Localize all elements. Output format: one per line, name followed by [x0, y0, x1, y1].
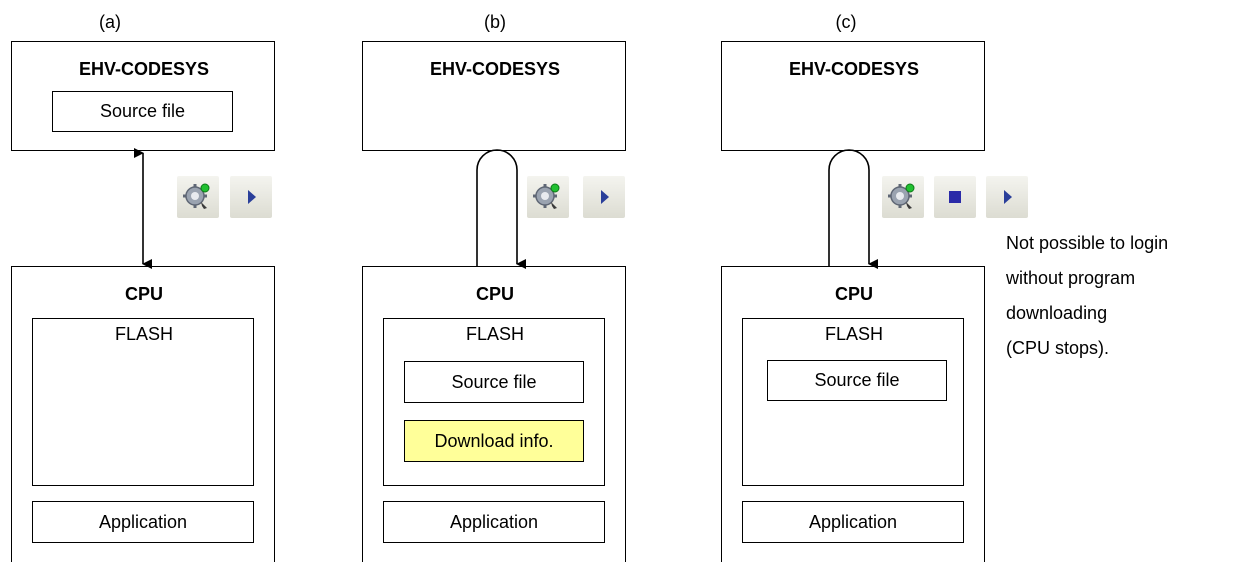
cpu-title-b: CPU — [475, 284, 514, 304]
cpu-box-a: CPU FLASH Application — [11, 266, 275, 562]
application-box-b: Application — [383, 501, 605, 543]
application-box-a: Application — [32, 501, 254, 543]
flash-title-b: FLASH — [465, 324, 525, 344]
login-gear-icon[interactable] — [527, 176, 569, 218]
flash-box-b: FLASH Source file Download info. — [383, 318, 605, 486]
download-loop-arrow-c — [828, 149, 878, 269]
login-gear-icon[interactable] — [177, 176, 219, 218]
cpu-box-b: CPU FLASH Source file Download info. App… — [362, 266, 626, 562]
host-source-file-a: Source file — [52, 91, 233, 132]
host-title-c: EHV-CODESYS — [788, 59, 920, 79]
flash-source-file-b: Source file — [404, 361, 584, 403]
panel-label-c: (c) — [835, 12, 857, 32]
run-triangle-icon[interactable] — [986, 176, 1028, 218]
host-box-c: EHV-CODESYS — [721, 41, 985, 151]
run-triangle-icon[interactable] — [583, 176, 625, 218]
cpu-title-a: CPU — [124, 284, 163, 304]
cpu-title-c: CPU — [834, 284, 873, 304]
flash-box-a: FLASH — [32, 318, 254, 486]
flash-title-a: FLASH — [114, 324, 174, 344]
application-box-c: Application — [742, 501, 964, 543]
note-line-4: (CPU stops). — [1006, 338, 1110, 358]
host-box-b: EHV-CODESYS — [362, 41, 626, 151]
note-line-2: without program — [1006, 268, 1136, 288]
stop-square-icon[interactable] — [934, 176, 976, 218]
note-line-1: Not possible to login — [1006, 233, 1169, 253]
cpu-box-c: CPU FLASH Source file Application — [721, 266, 985, 562]
panel-label-a: (a) — [99, 12, 121, 32]
panel-label-b: (b) — [484, 12, 506, 32]
flash-box-c: FLASH Source file — [742, 318, 964, 486]
flash-source-file-c: Source file — [767, 360, 947, 401]
download-info-box: Download info. — [404, 420, 584, 462]
note-line-3: downloading — [1006, 303, 1108, 323]
host-title-a: EHV-CODESYS — [78, 59, 210, 79]
host-box-a: EHV-CODESYS Source file — [11, 41, 275, 151]
flash-title-c: FLASH — [824, 324, 884, 344]
login-gear-icon[interactable] — [882, 176, 924, 218]
run-triangle-icon[interactable] — [230, 176, 272, 218]
host-title-b: EHV-CODESYS — [429, 59, 561, 79]
download-loop-arrow-b — [476, 149, 526, 269]
